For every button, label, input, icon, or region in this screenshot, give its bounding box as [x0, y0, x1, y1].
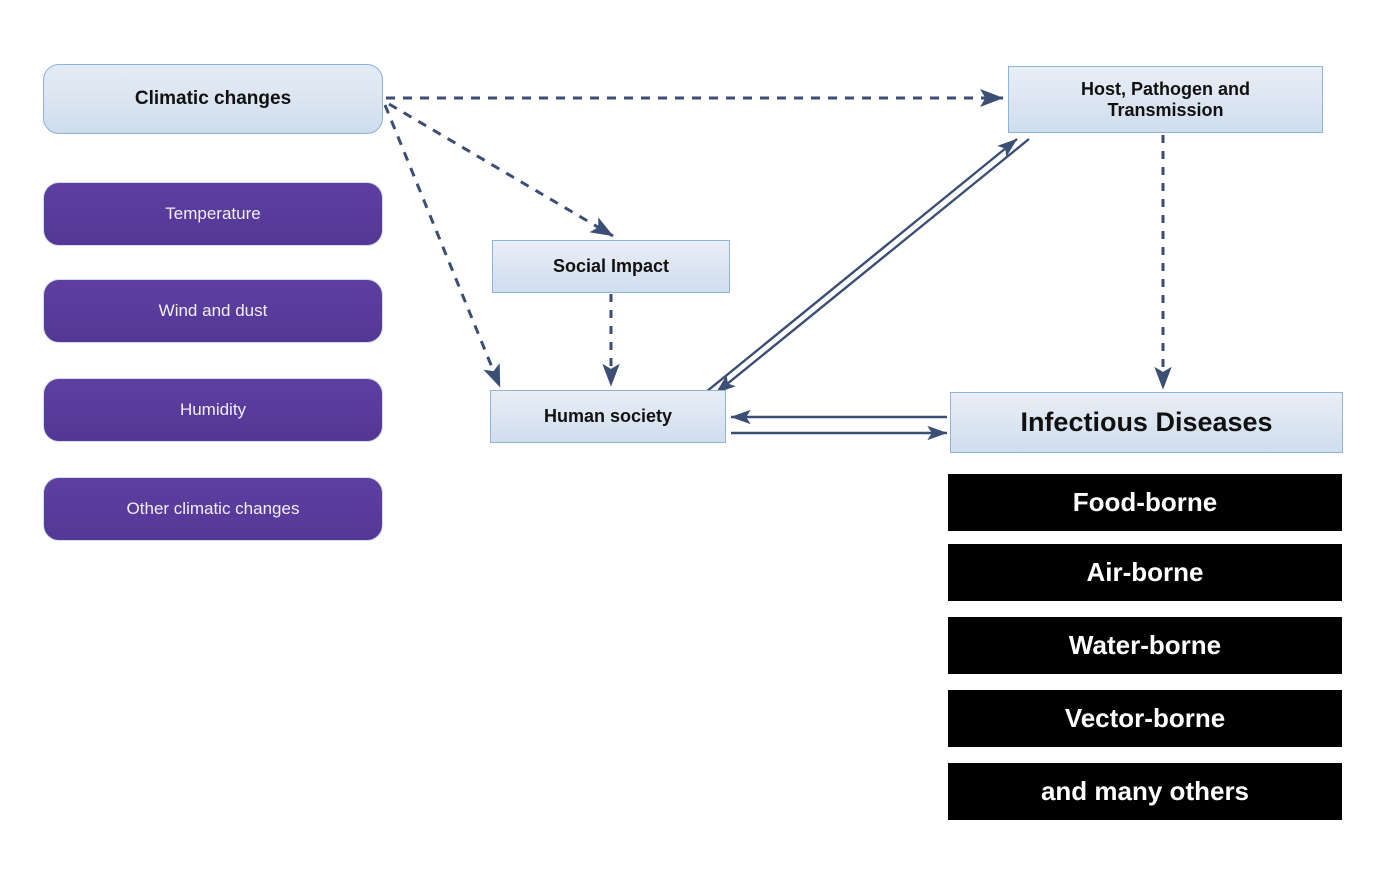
disease-type-label: Vector-borne	[1064, 702, 1226, 733]
disease-type-label: Air-borne	[1086, 556, 1204, 587]
edge-climatic-to-social-impact	[388, 102, 614, 238]
node-host-pathogen-transmission-label-line1: Host, Pathogen and	[1080, 79, 1250, 100]
climate-factor-label: Other climatic changes	[126, 499, 300, 519]
node-climate-factor-wind-and-dust[interactable]: Wind and dust	[43, 279, 383, 343]
node-disease-type-water-borne[interactable]: Water-borne	[948, 617, 1342, 674]
node-disease-type-vector-borne[interactable]: Vector-borne	[948, 690, 1342, 747]
node-disease-type-food-borne[interactable]: Food-borne	[948, 474, 1342, 531]
disease-type-label: and many others	[1040, 775, 1250, 806]
node-host-pathogen-transmission-label-line2: Transmission	[1107, 99, 1224, 120]
node-climate-factor-other-climatic-changes[interactable]: Other climatic changes	[43, 477, 383, 541]
node-infectious-diseases-label: Infectious Diseases	[1020, 407, 1273, 438]
node-social-impact-label: Social Impact	[552, 256, 670, 277]
node-human-society[interactable]: Human society	[490, 390, 726, 443]
climate-factor-label: Humidity	[179, 400, 247, 420]
edge-human-society-to-host-up	[705, 138, 1018, 393]
node-social-impact[interactable]: Social Impact	[492, 240, 730, 293]
edge-climatic-to-human-society	[383, 104, 502, 388]
disease-type-label: Food-borne	[1072, 486, 1218, 517]
node-disease-type-and-many-others[interactable]: and many others	[948, 763, 1342, 820]
node-climate-factor-temperature[interactable]: Temperature	[43, 182, 383, 246]
disease-type-label: Water-borne	[1068, 629, 1222, 660]
climate-factor-label: Wind and dust	[158, 301, 268, 321]
node-human-society-label: Human society	[543, 406, 673, 427]
node-climatic-changes[interactable]: Climatic changes	[43, 64, 383, 134]
node-climate-factor-humidity[interactable]: Humidity	[43, 378, 383, 442]
node-host-pathogen-transmission[interactable]: Host, Pathogen and Transmission	[1008, 66, 1323, 133]
climate-factor-label: Temperature	[165, 204, 261, 224]
node-disease-type-air-borne[interactable]: Air-borne	[948, 544, 1342, 601]
node-infectious-diseases[interactable]: Infectious Diseases	[950, 392, 1343, 453]
edge-host-to-human-society-down	[715, 138, 1030, 394]
node-climatic-changes-label: Climatic changes	[134, 88, 292, 110]
